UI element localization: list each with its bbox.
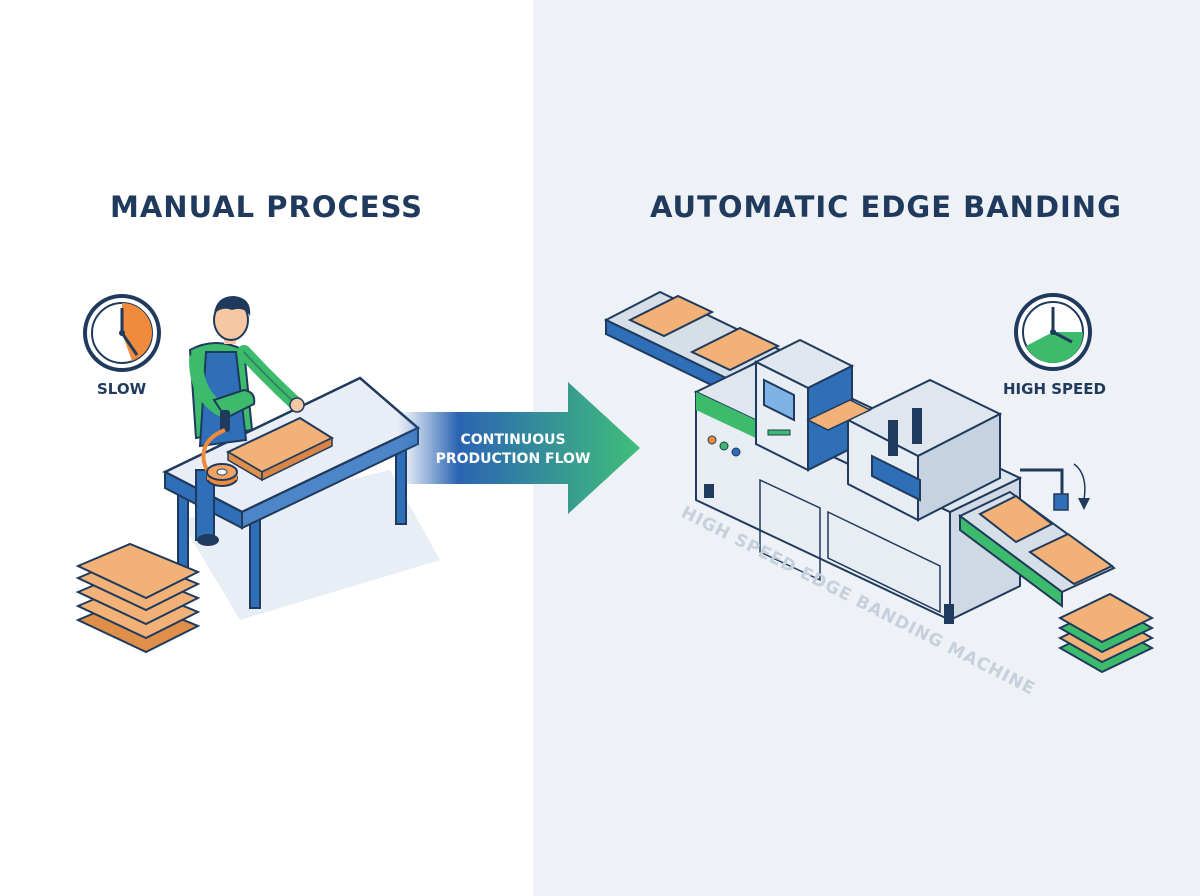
- arrow-label-line1: CONTINUOUS: [460, 432, 565, 448]
- automatic-title: AUTOMATIC EDGE BANDING: [650, 190, 1122, 224]
- board-stack-manual: [75, 542, 201, 654]
- slow-label: SLOW: [97, 380, 147, 398]
- flow-arrow: CONTINUOUS PRODUCTION FLOW: [398, 382, 640, 514]
- worker-figure: [188, 296, 305, 546]
- board-stack-finished: [1057, 592, 1155, 674]
- manual-process-title: MANUAL PROCESS: [110, 190, 424, 224]
- high-speed-label: HIGH SPEED: [1003, 380, 1106, 398]
- wood-board: [225, 416, 335, 482]
- edge-banding-machine: [603, 290, 1116, 624]
- fast-clock-icon: [1014, 293, 1092, 371]
- slow-clock-icon: [83, 294, 161, 372]
- arrow-label-line2: PRODUCTION FLOW: [436, 451, 591, 467]
- edge-tape-roll-icon: [206, 463, 238, 487]
